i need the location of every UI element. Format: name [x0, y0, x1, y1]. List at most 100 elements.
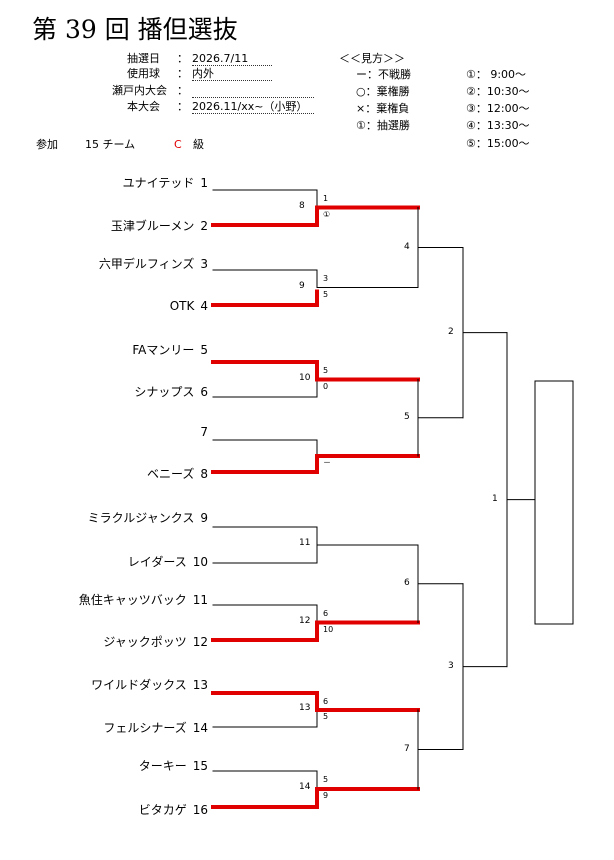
legend-mark-symbol: ○：	[356, 85, 377, 98]
team-number: 5	[200, 343, 208, 357]
score-bottom: －	[323, 458, 331, 467]
team-number: 7	[200, 425, 208, 439]
team-number: 12	[192, 635, 208, 649]
team-name: 魚住キャッツバック	[78, 593, 187, 607]
team-row: OTK 4	[170, 299, 208, 313]
team-name: シナップス	[134, 385, 195, 399]
team-row: ジャックポッツ 12	[103, 635, 208, 649]
team-name: ミラクルジャンクス	[87, 511, 195, 525]
team-row: ターキー 15	[139, 759, 208, 773]
legend-mark-symbol: ①：	[356, 119, 377, 132]
game-number: 14	[299, 782, 311, 792]
legend-mark-symbol: ー：	[356, 68, 378, 81]
team-name: OTK	[169, 299, 195, 313]
team-name: ユナイテッド	[122, 176, 195, 190]
team-row: 玉津ブルーメン 2	[111, 219, 208, 233]
score-bottom: 9	[323, 791, 329, 800]
score-top: 6	[323, 609, 329, 618]
game-number: 10	[299, 372, 311, 383]
legend-mark-text: 不戦勝	[378, 68, 411, 81]
score-top: 5	[323, 366, 329, 375]
colon: ：	[177, 67, 188, 80]
team-number: 15	[192, 759, 208, 773]
team-number: 16	[192, 803, 208, 817]
entry-label: 参加	[36, 138, 58, 151]
team-name: 玉津ブルーメン	[110, 219, 195, 233]
game-number: 4	[404, 241, 410, 252]
legend-header: ＜＜見方＞＞	[339, 52, 405, 65]
team-number: 8	[200, 467, 208, 481]
page-title: 第 39 回 播但選抜	[32, 15, 238, 44]
team-name: FAマンリー	[132, 343, 195, 357]
score-bottom: 0	[323, 381, 329, 391]
team-number: 1	[200, 176, 208, 190]
team-row: ミラクルジャンクス 9	[88, 511, 208, 525]
score-top: 1	[323, 194, 329, 203]
team-name: 六甲デルフィンズ	[98, 257, 195, 271]
legend-mark-text: 抽選勝	[376, 119, 410, 132]
game-number: 12	[299, 615, 311, 626]
game-number: 2	[448, 326, 454, 337]
team-row: 7	[194, 425, 208, 439]
info-value-setouchi	[192, 84, 314, 98]
info-label-setouchi: 瀬戸内大会	[112, 84, 167, 97]
info-label-main: 本大会	[127, 100, 160, 113]
team-name: ビタカゲ	[138, 803, 187, 817]
game-number: 13	[299, 703, 311, 713]
score-top: 6	[323, 697, 329, 706]
game-number: 11	[299, 538, 311, 548]
team-number: 2	[200, 219, 208, 233]
team-row: 魚住キャッツバック 11	[79, 593, 208, 607]
entry-grade-suffix: 級	[193, 138, 204, 151]
game-number: 6	[404, 577, 410, 588]
info-value-draw-date: 2026.7/11	[192, 52, 272, 66]
team-row: 六甲デルフィンズ 3	[99, 257, 208, 271]
team-name: レイダース	[127, 555, 187, 569]
legend-time-3: ③：12:00～	[466, 102, 530, 115]
score-bottom: 5	[323, 289, 329, 299]
team-number: 13	[192, 678, 208, 692]
colon: ：	[177, 100, 188, 113]
colon: ：	[177, 52, 188, 65]
team-row: ユナイテッド 1	[123, 176, 208, 190]
info-label-draw-date: 抽選日	[127, 52, 160, 65]
game-number: 1	[492, 493, 498, 504]
team-number: 4	[200, 299, 208, 313]
team-name: ワイルドダックス	[91, 678, 187, 692]
game-number: 7	[404, 743, 410, 754]
score-bottom: 5	[323, 712, 329, 721]
team-name: ターキー	[138, 759, 187, 773]
entry-grade: C	[174, 138, 182, 151]
info-value-main: 2026.11/xx~（小野）	[192, 100, 314, 114]
legend-mark-text: 棄権勝	[376, 85, 410, 98]
legend-time-5: ⑤：15:00～	[466, 137, 530, 150]
info-value-ball: 内外	[192, 67, 272, 81]
team-number: 11	[192, 593, 208, 607]
team-number: 6	[200, 385, 208, 399]
team-number: 14	[192, 721, 208, 735]
score-top: 5	[323, 775, 329, 784]
legend-time-2: ②：10:30～	[466, 85, 530, 98]
team-number: 3	[200, 257, 208, 271]
team-row: ベニーズ 8	[147, 467, 208, 481]
entry-count: 15 チーム	[85, 138, 136, 151]
team-name: ベニーズ	[146, 467, 195, 481]
team-number: 9	[200, 511, 208, 525]
champion-box	[534, 380, 574, 625]
score-top: 3	[323, 274, 329, 283]
info-label-ball: 使用球	[127, 67, 160, 80]
legend-time-1: ①： 9:00～	[466, 68, 527, 81]
legend-mark-text: 棄権負	[376, 102, 410, 115]
game-number: 9	[299, 280, 305, 291]
legend-time-4: ④：13:30～	[466, 119, 530, 132]
game-number: 5	[404, 411, 410, 422]
team-row: シナップス 6	[134, 385, 208, 399]
team-name: ジャックポッツ	[103, 635, 187, 649]
colon: ：	[177, 84, 188, 97]
team-row: ワイルドダックス 13	[91, 678, 208, 692]
legend-mark-symbol: ×：	[356, 102, 377, 115]
game-number: 8	[299, 200, 305, 211]
